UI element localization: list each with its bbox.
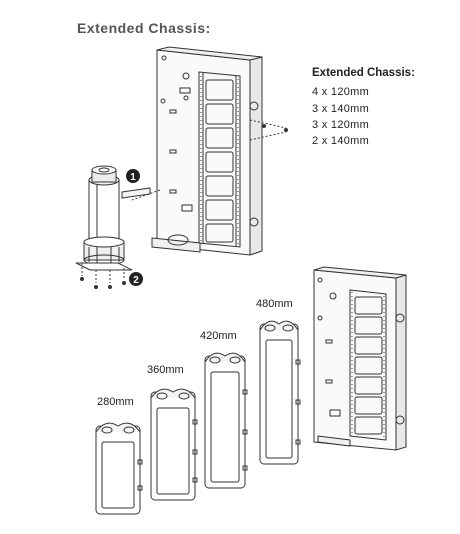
chassis-full-fan-slots: [354, 296, 383, 435]
chassis-fan-slots: [205, 79, 234, 243]
size-label-280: 280mm: [97, 396, 134, 408]
step-badge-2-label: 2: [133, 275, 139, 286]
step-badge-1-label: 1: [130, 172, 136, 183]
chassis-full: [313, 266, 407, 451]
size-label-360: 360mm: [147, 364, 184, 376]
radiator-420: [204, 352, 248, 489]
step-badge-1: 1: [126, 169, 140, 183]
size-label-480: 480mm: [256, 298, 293, 310]
spec-heading: Extended Chassis:: [312, 67, 415, 79]
diagram-title: Extended Chassis:: [77, 20, 211, 36]
spec-line-4: 2 x 140mm: [312, 135, 370, 147]
pump-reservoir: [75, 165, 151, 289]
radiator-480: [259, 320, 301, 465]
spec-line-1: 4 x 120mm: [312, 86, 370, 98]
size-label-420: 420mm: [200, 330, 237, 342]
spec-line-2: 3 x 140mm: [312, 103, 370, 115]
radiator-280: [95, 422, 143, 515]
step-badge-2: 2: [129, 272, 143, 286]
radiator-360: [150, 388, 198, 501]
spec-line-3: 3 x 120mm: [312, 119, 370, 131]
chassis-assembly: [131, 46, 288, 256]
